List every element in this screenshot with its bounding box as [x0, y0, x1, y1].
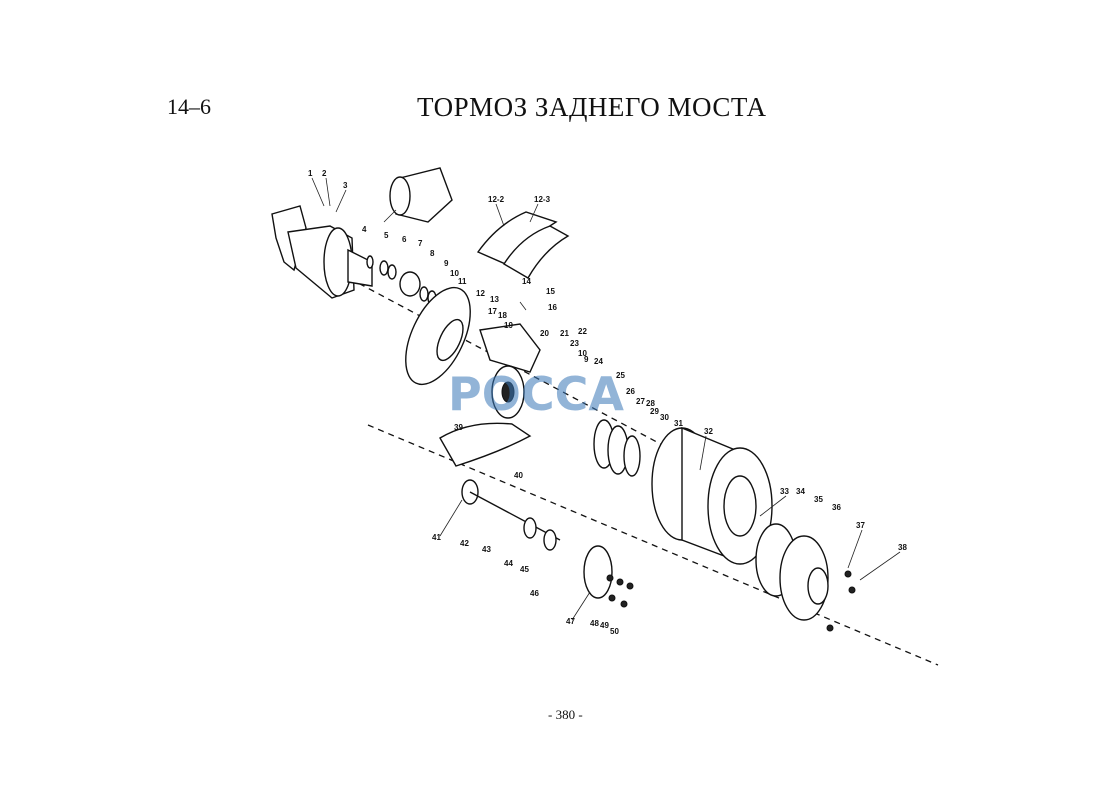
section-number: 14–6: [167, 94, 211, 119]
callout: 28: [646, 399, 655, 408]
callout: 17: [488, 307, 497, 316]
callout: 39: [454, 423, 463, 432]
brake-drum: [651, 426, 773, 565]
callout: 19: [504, 321, 513, 330]
callout: 10: [450, 269, 459, 278]
callout: 22: [578, 327, 587, 336]
callout: 12-3: [534, 195, 551, 204]
lower-brake-shoe: [439, 422, 532, 467]
callout: 13: [490, 295, 499, 304]
callout: 9: [444, 259, 449, 268]
callout: 46: [530, 589, 539, 598]
callout: 38: [898, 543, 907, 552]
page-number: - 380 -: [548, 707, 583, 722]
callout: 33: [780, 487, 789, 496]
callout: 9: [584, 355, 589, 364]
callout: 41: [432, 533, 441, 542]
bearings: [593, 419, 641, 477]
half-shaft: [461, 479, 613, 599]
callout: 42: [460, 539, 469, 548]
callout: 12: [476, 289, 485, 298]
page-title: ТОРМОЗ ЗАДНЕГО МОСТА: [417, 92, 767, 122]
callout: 20: [540, 329, 549, 338]
axle-housing: [271, 205, 373, 299]
callout: 15: [546, 287, 555, 296]
callout: 37: [856, 521, 865, 530]
callout: 43: [482, 545, 491, 554]
callout: 11: [458, 277, 467, 286]
part-callouts: 1 2 3 4 5 6 7 8 9 10 11 12-2 12-3 12 13 …: [308, 169, 907, 636]
callout: 32: [704, 427, 713, 436]
callout: 12-2: [488, 195, 505, 204]
callout: 18: [498, 311, 507, 320]
callout: 16: [548, 303, 557, 312]
callout: 36: [832, 503, 841, 512]
callout: 50: [610, 627, 619, 636]
callout: 1: [308, 169, 313, 178]
brake-linings: [476, 211, 570, 279]
watermark-logo: РОССА: [448, 367, 624, 421]
callout: 8: [430, 249, 435, 258]
callout: 30: [660, 413, 669, 422]
callout: 2: [322, 169, 327, 178]
callout: 14: [522, 277, 531, 286]
callout: 10: [578, 349, 587, 358]
callout: 5: [384, 231, 389, 240]
callout: 7: [418, 239, 423, 248]
callout: 4: [362, 225, 367, 234]
callout: 26: [626, 387, 635, 396]
nuts-and-studs: [606, 570, 856, 632]
callout: 31: [674, 419, 683, 428]
small-rings: [366, 255, 437, 306]
callout: 45: [520, 565, 529, 574]
callout: 48: [590, 619, 599, 628]
callout: 23: [570, 339, 579, 348]
wheel-hub: [755, 523, 829, 621]
leader-lines: [311, 177, 901, 621]
callout: 34: [796, 487, 805, 496]
brake-chamber: [383, 167, 453, 223]
callout: 29: [650, 407, 659, 416]
callout: 47: [566, 617, 575, 626]
callout: 27: [636, 397, 645, 406]
callout: 3: [343, 181, 348, 190]
callout: 21: [560, 329, 569, 338]
callout: 35: [814, 495, 823, 504]
backing-plate: [405, 286, 471, 386]
callout: 49: [600, 621, 609, 630]
callout: 24: [594, 357, 603, 366]
callout: 44: [504, 559, 513, 568]
callout: 25: [616, 371, 625, 380]
cam-bracket: [479, 301, 541, 419]
callout: 40: [514, 471, 523, 480]
callout: 6: [402, 235, 407, 244]
